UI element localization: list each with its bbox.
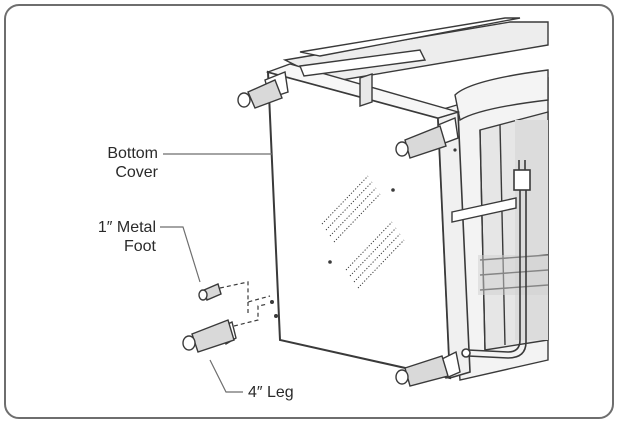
leg-bottom-right	[395, 350, 461, 387]
label-metal-foot-line1: 1″ Metal	[97, 219, 156, 236]
appliance-housing	[282, 17, 549, 381]
label-leg: 4″ Leg	[248, 384, 294, 401]
leader-leg	[209, 359, 243, 393]
label-bottom-cover-line2: Cover	[115, 164, 158, 181]
label-metal-foot-line2: Foot	[123, 238, 156, 255]
alignment-lines	[219, 281, 271, 327]
strap	[299, 49, 517, 223]
metal-foot	[198, 283, 222, 301]
drum	[454, 69, 549, 122]
power-cord	[461, 160, 531, 359]
leg-bottom-left	[182, 319, 237, 353]
leader-lines	[160, 153, 272, 393]
label-metal-foot: 1″ Metal Foot	[64, 218, 156, 256]
leg-top-right	[395, 117, 459, 159]
bottom-cover-panel	[265, 63, 471, 380]
leg-top-left	[237, 71, 289, 109]
label-bottom-cover-line1: Bottom	[107, 145, 158, 162]
leader-metal-foot	[160, 226, 201, 283]
label-bottom-cover: Bottom Cover	[76, 144, 158, 182]
